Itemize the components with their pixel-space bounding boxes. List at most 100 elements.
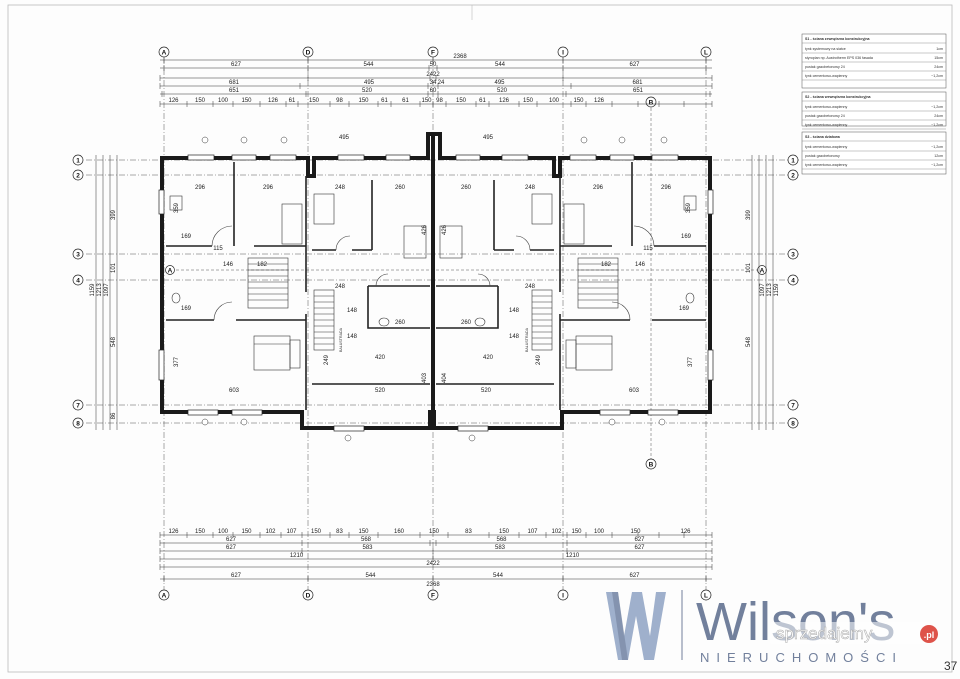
wilsons-logo-mark	[606, 592, 666, 660]
watermark: Wilson's NIERUCHOMOŚCI sprzedajemy .pl	[606, 590, 938, 665]
section-marks: B B A A	[165, 96, 767, 470]
room-labels: 296 296 248 260 260 248 296 296 495 495 …	[174, 135, 694, 394]
dimension-label: 126	[499, 98, 510, 104]
room-dimension: 495	[339, 135, 350, 141]
axis-label: 2	[76, 173, 80, 180]
room-dimension: 426	[442, 224, 448, 235]
room-dimension: 260	[461, 185, 472, 191]
axis-label: F	[431, 50, 435, 57]
axis-label: 2	[791, 173, 795, 180]
room-dimension: 248	[335, 284, 346, 290]
legend-thickness: 24cm	[934, 65, 943, 69]
dimension-label: 568	[496, 537, 507, 543]
legend-title: S2 - ściana wewnętrzna konstrukcyjna	[805, 95, 872, 99]
legend-layer: tynk cementowo-wapienny	[805, 145, 848, 149]
dimension-label: 24	[438, 80, 445, 86]
balustrade-label: BALUSTRADA	[339, 327, 343, 352]
dimension-label: 102	[551, 529, 562, 535]
dimension-label: 627	[226, 537, 237, 543]
axis-label: 8	[791, 421, 795, 428]
room-dimension: 169	[681, 234, 692, 240]
room-dimension: 260	[461, 320, 472, 326]
top-dimension-ticks	[159, 57, 713, 107]
room-dimension: 148	[347, 334, 358, 340]
dimension-label: 544	[493, 573, 504, 579]
right-dimension-lines	[751, 155, 774, 430]
dimension-label: 126	[168, 529, 179, 535]
axis-label: A	[162, 50, 167, 57]
interior-walls	[166, 162, 706, 410]
dimension-label: 1213	[97, 283, 103, 297]
dimension-label: 60	[430, 88, 437, 94]
page-number: 37	[944, 659, 958, 673]
dimension-label: 568	[361, 537, 372, 543]
dimension-label: 627	[634, 545, 645, 551]
axis-label: 1	[791, 158, 795, 165]
room-dimension: 249	[536, 354, 542, 365]
dimension-label: 126	[168, 98, 179, 104]
legend-title: S1 - ściana zewnętrzna konstrukcyjna	[805, 37, 871, 41]
dimension-label: 150	[241, 529, 252, 535]
legend-layer: pustak gazobetonowy 24	[805, 114, 845, 118]
room-dimension: 248	[525, 284, 536, 290]
dimension-label: 107	[527, 529, 538, 535]
legend-layer: tynk systemowy na siatce	[805, 47, 846, 51]
dimension-label: 86	[111, 412, 117, 419]
dimension-label: 520	[497, 88, 508, 94]
axis-label: 7	[76, 403, 80, 410]
room-dimension: 426	[422, 224, 428, 235]
dimension-label: 627	[629, 62, 640, 68]
legend-layer: pustak gazobetonowy 24	[805, 65, 845, 69]
site-watermark: sprzedajemy	[776, 624, 873, 643]
wall-legend: S1 - ściana zewnętrzna konstrukcyjna tynk…	[801, 33, 947, 175]
dimension-label: 83	[465, 529, 472, 535]
room-dimension: 182	[257, 262, 268, 268]
dimension-label: 102	[265, 529, 276, 535]
section-label: A	[168, 268, 173, 275]
bottom-dimension-ticks	[159, 532, 713, 582]
dimension-label: 651	[633, 88, 644, 94]
dimension-label: 61	[479, 98, 486, 104]
room-dimension: 260	[395, 320, 406, 326]
dimension-label: 61	[289, 98, 296, 104]
dimension-label: 150	[311, 529, 322, 535]
room-dimension: 377	[688, 356, 694, 367]
legend-thickness: ~1,2cm	[931, 105, 943, 109]
axis-label: I	[562, 50, 564, 57]
dimension-label: 583	[495, 545, 506, 551]
axis-grid	[86, 58, 800, 590]
legend-layer: pustak gazobetonowy	[805, 154, 840, 158]
dimension-label: 100	[549, 98, 560, 104]
dimension-label: 627	[231, 62, 242, 68]
dimension-label: 150	[309, 98, 320, 104]
legend-layer: styropian np. Austrotherm EPS 036 fasada	[805, 56, 873, 60]
room-dimension: 146	[223, 262, 234, 268]
room-dimension: 146	[635, 262, 646, 268]
dimension-label: 126	[268, 98, 279, 104]
legend-thickness: 12cm	[934, 154, 943, 158]
room-dimension: 359	[686, 202, 692, 213]
dimension-label: 1159	[90, 283, 96, 297]
balustrade-label: BALUSTRADA	[525, 327, 529, 352]
room-dimension: 603	[629, 388, 640, 394]
dimension-label: 583	[362, 545, 373, 551]
dimension-label: 651	[229, 88, 240, 94]
axis-bubbles-right: 1 2 3 4 7 8	[787, 154, 799, 429]
legend-layer: tynk cementowo-wapienny	[805, 163, 848, 167]
dimension-label: 150	[429, 529, 440, 535]
room-dimension: 296	[195, 185, 206, 191]
dimension-label: 150	[499, 529, 510, 535]
dimension-label: 2422	[426, 72, 440, 78]
axis-label: 4	[791, 278, 795, 285]
room-dimension: 249	[324, 354, 330, 365]
axis-label: 7	[791, 403, 795, 410]
room-dimension: 148	[509, 308, 520, 314]
dimension-label: 1210	[290, 553, 304, 559]
section-label: A	[760, 268, 765, 275]
dimension-label: 520	[362, 88, 373, 94]
dimension-label: 495	[494, 80, 505, 86]
dimension-label: 150	[195, 529, 206, 535]
dimension-label: 1097	[104, 283, 110, 297]
axis-bubbles-top: A D F I L	[158, 46, 712, 58]
